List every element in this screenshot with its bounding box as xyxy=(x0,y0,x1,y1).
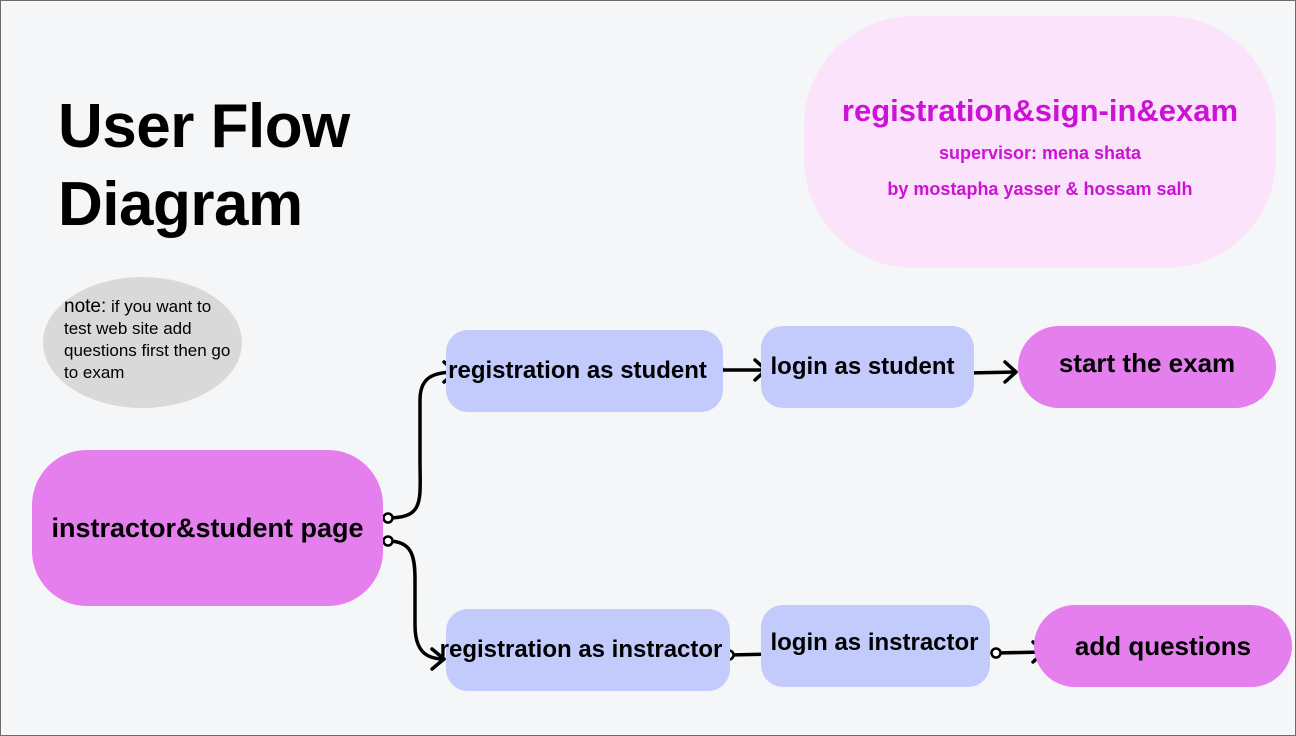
node-instructor-student-page[interactable]: instractor&student page xyxy=(32,450,383,606)
page-title: User Flow Diagram xyxy=(58,88,350,244)
note-text: note: if you want to test web site add q… xyxy=(64,296,239,384)
node-login-instructor[interactable]: login as instractor xyxy=(761,605,990,687)
connector-root-to-register-student xyxy=(386,370,458,520)
project-title: registration&sign-in&exam xyxy=(841,93,1239,128)
node-label: start the exam xyxy=(1058,347,1236,378)
arrowhead-register-instructor xyxy=(430,647,446,671)
connector-dot-login-instructor xyxy=(990,647,1002,659)
project-info-card: registration&sign-in&exam supervisor: me… xyxy=(804,16,1276,268)
node-label: registration as student xyxy=(448,357,707,384)
title-line-1: User Flow xyxy=(58,92,350,161)
node-login-student[interactable]: login as student xyxy=(761,326,974,408)
connector-root-to-register-instructor xyxy=(386,539,446,661)
supervisor-text: supervisor: mena shata xyxy=(938,143,1142,163)
authors-text: by mostapha yasser & hossam salh xyxy=(887,179,1193,199)
arrowhead-start-exam xyxy=(1003,360,1018,384)
node-label: add questions xyxy=(1074,630,1252,661)
connector-dot-root-1 xyxy=(382,512,394,524)
connector-login-to-start-exam xyxy=(966,370,1018,375)
node-add-questions[interactable]: add questions xyxy=(1034,605,1292,687)
title-line-2: Diagram xyxy=(58,170,303,239)
node-registration-student[interactable]: registration as student xyxy=(446,330,723,412)
node-label: instractor&student page xyxy=(51,512,364,543)
node-label: login as student xyxy=(770,353,955,380)
note-label: note: xyxy=(64,296,107,317)
connector-dot-root-2 xyxy=(382,535,394,547)
node-label: registration as instractor xyxy=(439,636,723,663)
node-label: login as instractor xyxy=(770,629,979,656)
note-body: if you want to test web site add questio… xyxy=(64,297,231,382)
note-bubble xyxy=(43,277,242,408)
node-start-exam[interactable]: start the exam xyxy=(1018,326,1276,408)
node-registration-instructor[interactable]: registration as instractor xyxy=(440,609,730,691)
